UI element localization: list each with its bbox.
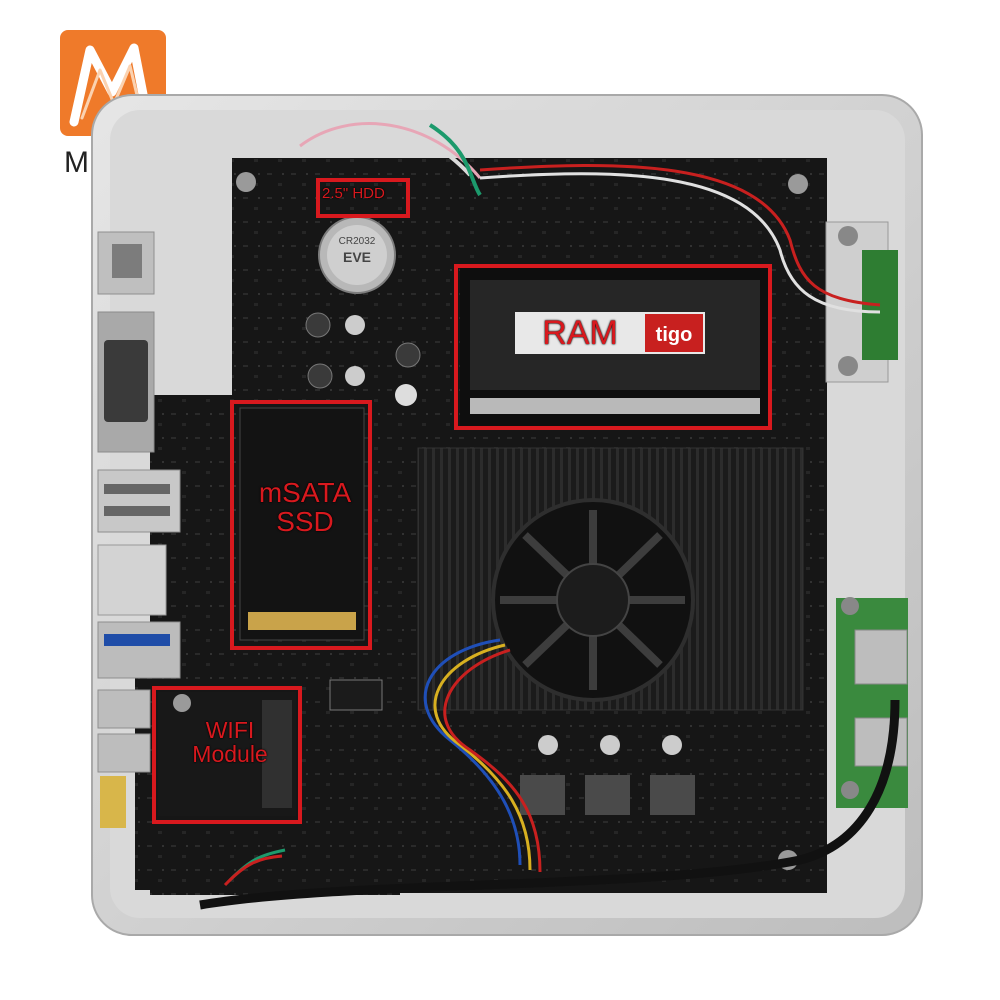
hdd-label: 2.5" HDD xyxy=(322,185,385,202)
msata-highlight-box xyxy=(230,400,372,650)
hdd-highlight-box xyxy=(316,178,410,218)
battery-label: CR2032 xyxy=(339,236,376,247)
wifi-label-line2: Module xyxy=(192,741,268,768)
ram-brand-label: tigo xyxy=(656,324,693,346)
msata-label: mSATA SSD xyxy=(240,478,370,537)
wifi-label: WIFI Module xyxy=(162,718,298,766)
wifi-label-line1: WIFI xyxy=(205,717,255,743)
svg-text:EVE: EVE xyxy=(343,249,371,265)
msata-label-line1: mSATA xyxy=(258,477,352,508)
msata-label-line2: SSD xyxy=(276,506,334,538)
ram-highlight-box xyxy=(454,264,772,430)
ram-label: RAM xyxy=(542,314,618,352)
wifi-highlight-box xyxy=(152,686,302,824)
